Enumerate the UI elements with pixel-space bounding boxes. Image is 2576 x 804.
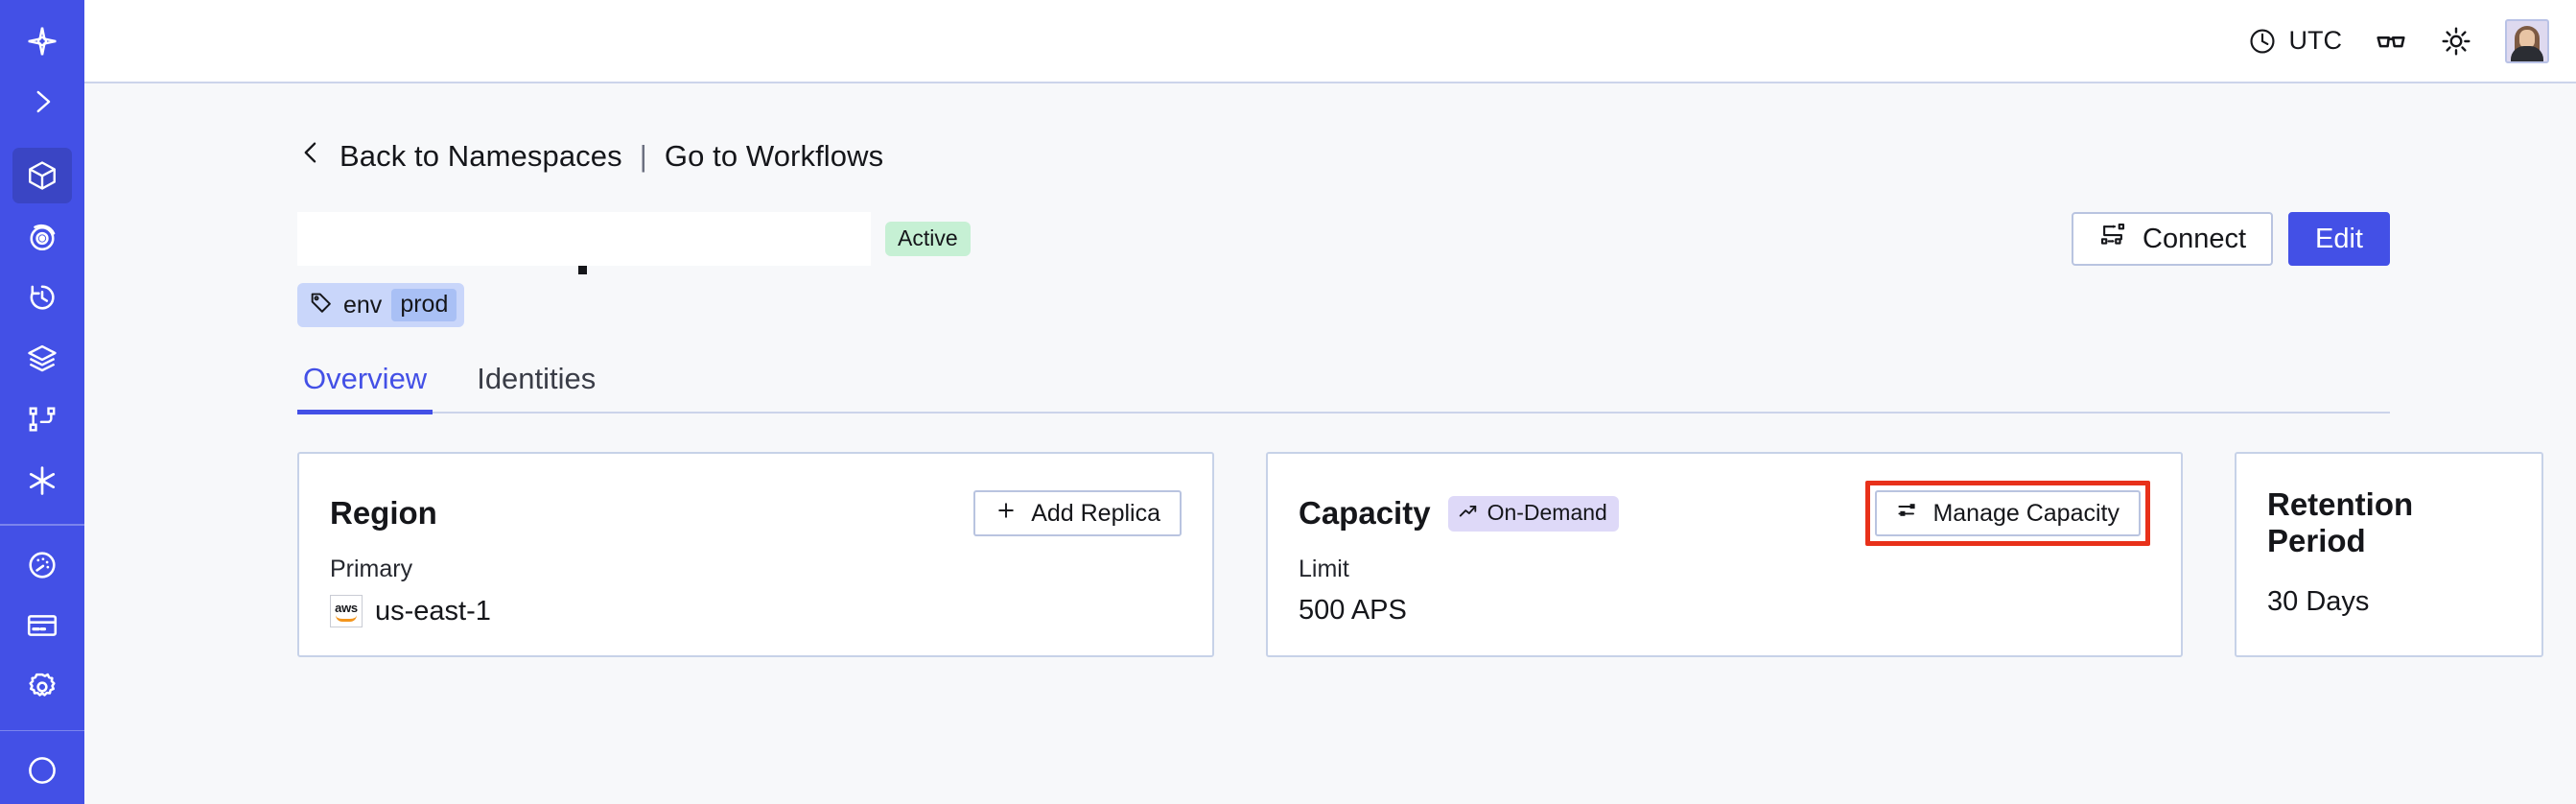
timezone-button[interactable]: UTC [2247, 26, 2343, 57]
breadcrumb-separator: | [639, 139, 647, 173]
sidebar-item-help[interactable] [12, 743, 72, 798]
cube-icon [25, 158, 59, 193]
retention-card: Retention Period 30 Days [2235, 452, 2543, 657]
sidebar-item-nexus[interactable] [12, 453, 72, 508]
retention-value: 30 Days [2267, 586, 2370, 617]
page-container: Back to Namespaces | Go to Workflows Act… [84, 137, 2576, 657]
region-card-action: Add Replica [973, 490, 1182, 536]
capacity-limit-value: 500 APS [1299, 595, 1407, 626]
status-badge: Active [885, 222, 971, 256]
layers-icon [25, 342, 59, 376]
sun-icon [2440, 25, 2472, 58]
sidebar-item-billing[interactable] [12, 598, 72, 653]
sidebar-brand-logo[interactable] [12, 13, 72, 69]
capacity-card-header: Capacity On-Demand [1299, 481, 2150, 546]
main-region: UTC [84, 0, 2576, 804]
clock-icon [2247, 26, 2278, 57]
header-actions: Connect Edit [2072, 212, 2390, 266]
tab-overview[interactable]: Overview [297, 362, 433, 414]
retention-card-header: Retention Period [2267, 486, 2511, 559]
timezone-label: UTC [2288, 26, 2343, 55]
sidebar-item-observability[interactable] [12, 209, 72, 265]
avatar[interactable] [2505, 18, 2549, 63]
on-demand-badge: On-Demand [1447, 495, 1619, 532]
theme-toggle-button[interactable] [2440, 25, 2472, 58]
breadcrumb: Back to Namespaces | Go to Workflows [297, 137, 2390, 176]
sliders-icon [1896, 499, 1919, 529]
sidebar-item-schedules[interactable] [12, 270, 72, 325]
temporal-logo-icon [25, 24, 59, 59]
avatar-body [2511, 45, 2543, 61]
sidebar-divider-1 [0, 523, 84, 526]
gauge-icon [25, 548, 59, 582]
aws-swoosh [336, 615, 357, 622]
git-branch-icon [26, 403, 59, 436]
sidebar-divider-2 [0, 729, 84, 732]
header-title-row: Active [297, 212, 2390, 274]
region-primary-label: Primary [330, 556, 413, 582]
add-replica-button[interactable]: Add Replica [973, 490, 1182, 536]
sidebar-item-expand-sidebar[interactable] [12, 75, 72, 130]
capacity-card-title: Capacity [1299, 495, 1431, 531]
manage-capacity-label: Manage Capacity [1932, 499, 2119, 527]
trending-up-icon [1458, 501, 1479, 526]
tab-bar: Overview Identities [297, 362, 2390, 414]
sidebar-item-batch-operations[interactable] [12, 331, 72, 387]
annotation-highlight-box: Manage Capacity [1865, 481, 2150, 546]
credit-card-icon [25, 608, 59, 643]
tag-icon [309, 290, 334, 321]
sidebar [0, 0, 84, 804]
sidebar-item-settings[interactable] [12, 659, 72, 715]
region-card-title: Region [330, 495, 437, 531]
clock-history-icon [25, 280, 59, 315]
edit-button-label: Edit [2315, 223, 2363, 254]
add-replica-label: Add Replica [1031, 499, 1160, 527]
accessibility-button[interactable] [2375, 25, 2407, 58]
breadcrumb-back-link[interactable]: Back to Namespaces [297, 137, 622, 176]
sidebar-item-namespaces[interactable] [12, 148, 72, 203]
aws-logo-text: aws [335, 600, 358, 615]
sidebar-item-usage[interactable] [12, 537, 72, 593]
region-card-header: Region Add Replica [330, 486, 1182, 540]
plus-icon [995, 499, 1018, 529]
content-area: Back to Namespaces | Go to Workflows Act… [84, 83, 2576, 804]
capacity-card: Capacity On-Demand [1266, 452, 2183, 657]
radar-icon [25, 220, 59, 254]
chevron-left-icon [297, 137, 324, 176]
namespace-name [297, 212, 871, 274]
edit-button[interactable]: Edit [2288, 212, 2390, 266]
retention-card-title: Retention Period [2267, 486, 2414, 558]
breadcrumb-workflows-link[interactable]: Go to Workflows [664, 139, 884, 173]
tab-identities[interactable]: Identities [477, 362, 597, 395]
on-demand-badge-label: On-Demand [1487, 500, 1607, 525]
region-value: us-east-1 [375, 595, 491, 627]
sidebar-item-workflows[interactable] [12, 392, 72, 448]
top-bar-actions: UTC [2247, 18, 2549, 63]
region-card: Region Add Replica [297, 452, 1214, 657]
tag-key: env [343, 291, 383, 319]
top-bar: UTC [84, 0, 2576, 83]
capacity-limit-label: Limit [1299, 556, 1349, 582]
avatar-face [2519, 29, 2535, 49]
overview-cards: Region Add Replica [297, 452, 2543, 657]
breadcrumb-back-label: Back to Namespaces [340, 139, 622, 173]
chevron-right-icon [26, 85, 59, 118]
tag-value: prod [391, 289, 457, 321]
connect-button[interactable]: Connect [2072, 212, 2274, 266]
region-value-row: aws us-east-1 [330, 595, 1182, 627]
asterisk-icon [24, 462, 60, 499]
aws-logo: aws [330, 595, 363, 627]
help-circle-icon [25, 753, 59, 788]
tag-row: env prod [297, 283, 2390, 327]
capacity-card-action: Manage Capacity [1865, 481, 2150, 546]
manage-capacity-button[interactable]: Manage Capacity [1875, 490, 2141, 536]
connect-button-label: Connect [2143, 223, 2247, 254]
namespace-tag[interactable]: env prod [297, 283, 465, 327]
glasses-icon [2375, 25, 2407, 58]
topology-icon [2098, 221, 2127, 257]
gear-icon [25, 670, 59, 704]
